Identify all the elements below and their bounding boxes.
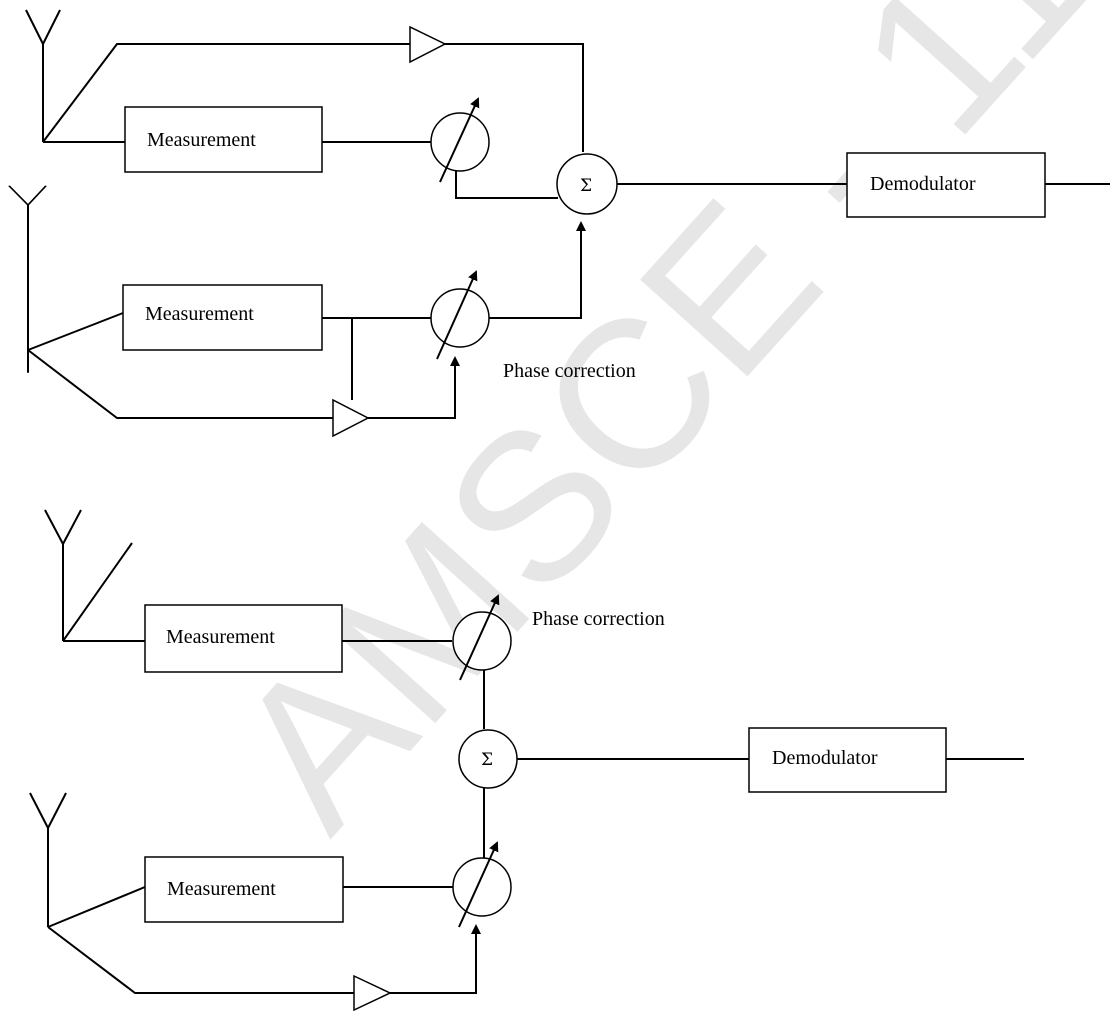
watermark: AMSCE - 11 [189, 0, 1111, 870]
sum-symbol: Σ [580, 176, 592, 196]
antenna-icon [44, 509, 82, 641]
demodulator-label: Demodulator [870, 173, 976, 195]
measurement-label-upper: Measurement [147, 129, 256, 151]
measurement-to-phase-wire [322, 317, 431, 400]
measurement-box-upper [124, 106, 323, 173]
watermark-text: AMSCE - 11 [189, 0, 1111, 870]
upper-branch-wire [62, 542, 145, 642]
phase-to-sum-wire [455, 171, 558, 199]
amplifier-icon [332, 398, 370, 438]
measurement-box-upper [144, 604, 343, 673]
sum-symbol: Σ [481, 750, 493, 770]
measurement-label-lower: Measurement [145, 303, 254, 325]
phase-shifter-icon [430, 270, 490, 360]
measurement-box-lower [144, 856, 344, 923]
antenna-icon [25, 9, 61, 142]
phase-shifter-icon [430, 97, 490, 183]
sum-node: Σ [458, 729, 518, 789]
measurement-label-upper: Measurement [166, 626, 275, 648]
amplifier-output-wire [445, 43, 584, 152]
phase-to-sum-wire [489, 221, 586, 319]
diagram-1: Measurement Σ Demodulator Measurement [8, 9, 1110, 438]
diagram-2: Measurement Phase correction Σ Demodulat… [29, 509, 1024, 1011]
measurement-box-lower [122, 284, 323, 351]
amplifier-icon [409, 25, 447, 64]
amplifier-to-phase-wire [368, 356, 460, 419]
antenna-icon [29, 792, 67, 927]
measurement-label-lower: Measurement [167, 878, 276, 900]
phase-correction-label: Phase correction [503, 360, 636, 382]
amplifier-to-phase-wire [390, 924, 481, 994]
phase-shifter-icon [452, 594, 512, 681]
phase-correction-label: Phase correction [532, 608, 665, 630]
lower-branch-wire [27, 312, 333, 419]
amplifier-icon [353, 974, 392, 1011]
phase-shifter-icon [452, 841, 512, 928]
demodulator-box [846, 152, 1046, 218]
demodulator-label: Demodulator [772, 747, 878, 769]
sum-node: Σ [556, 153, 618, 215]
upper-branch-wire [42, 43, 410, 143]
lower-branch-wire [47, 886, 354, 994]
